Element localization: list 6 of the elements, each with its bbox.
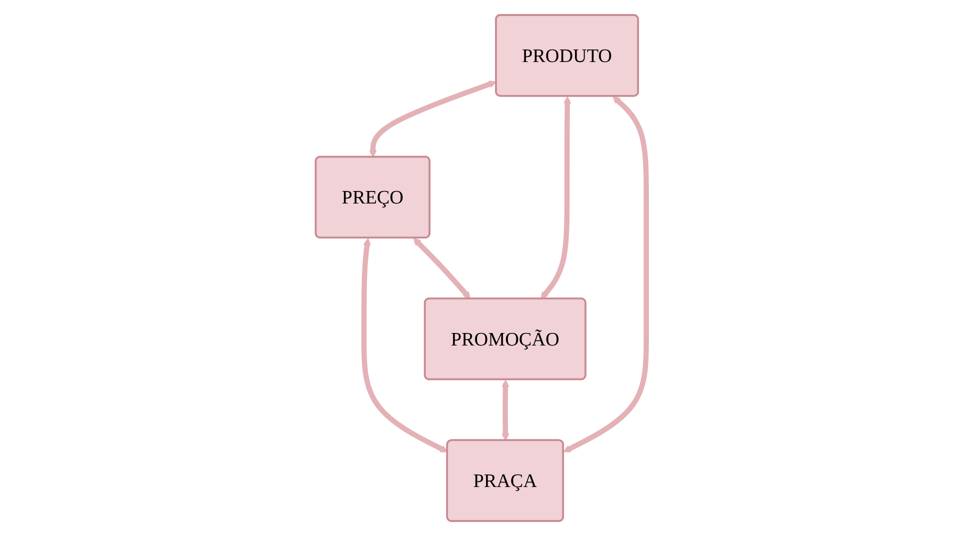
arrow (540, 96, 571, 299)
arrow (368, 80, 496, 157)
arrow (360, 238, 448, 452)
arrow (501, 379, 509, 440)
arrow (562, 96, 648, 452)
arrow (412, 237, 470, 299)
